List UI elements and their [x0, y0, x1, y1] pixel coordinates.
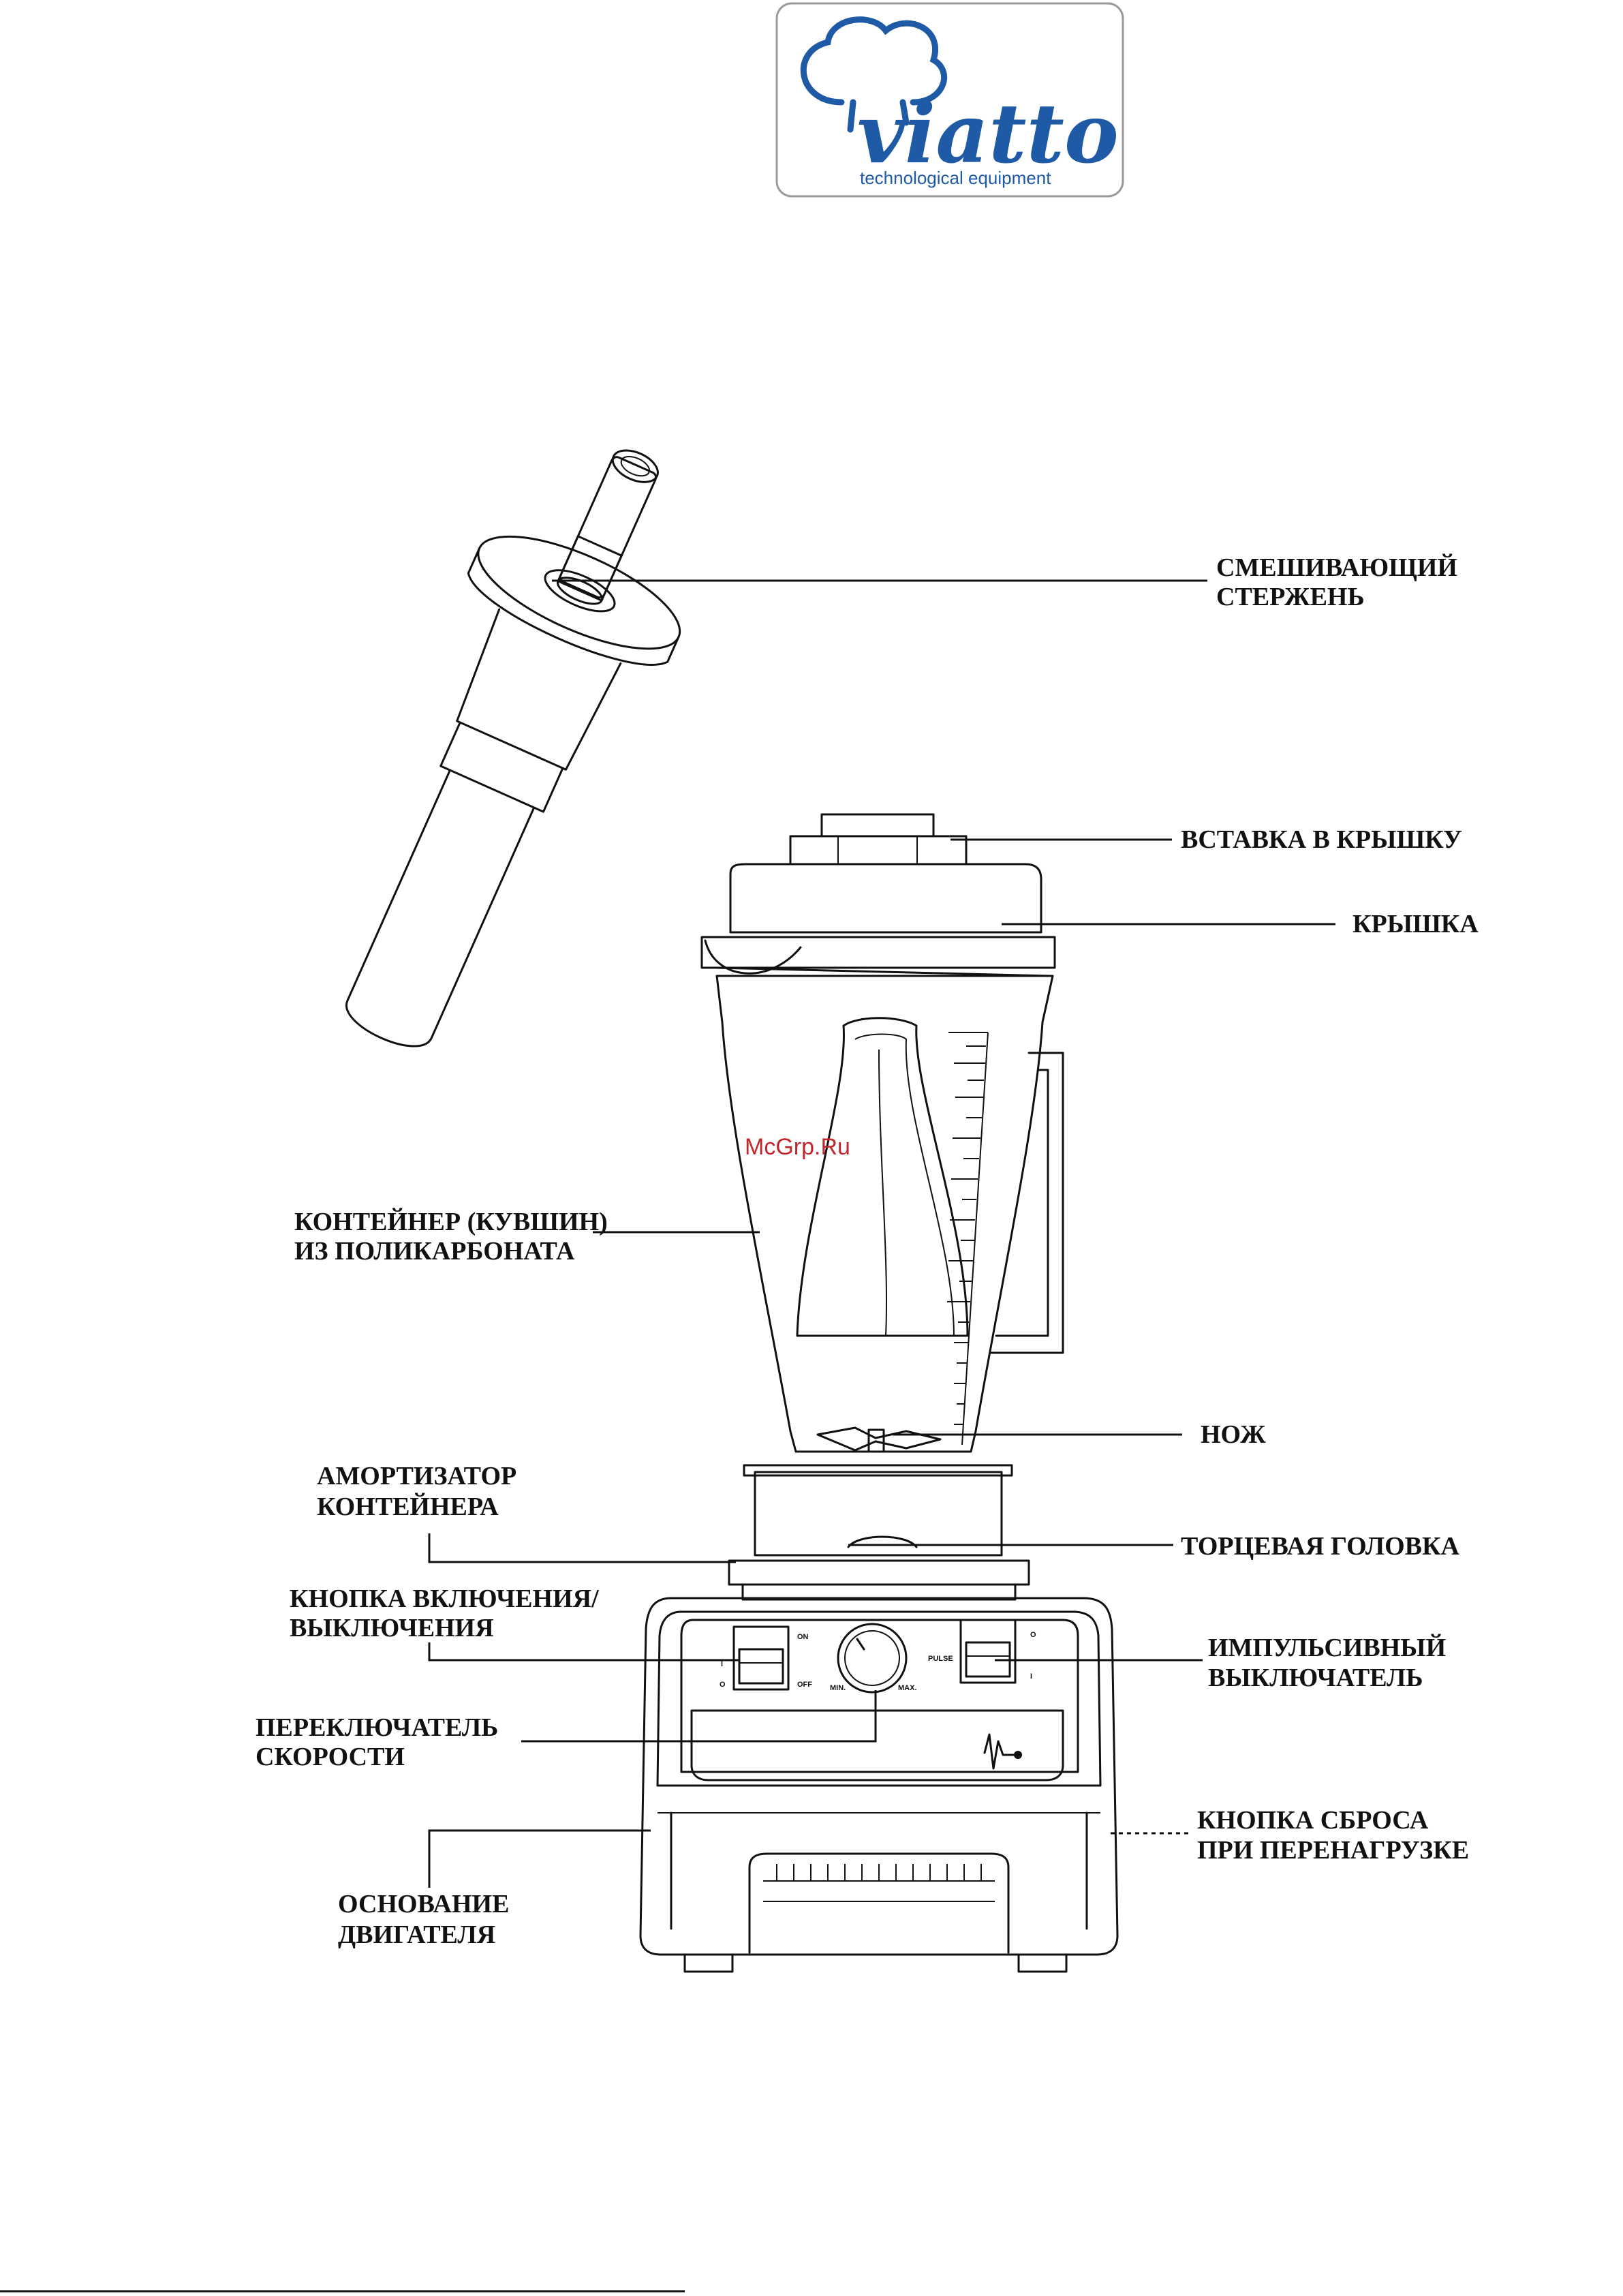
power-switch[interactable]: ON OFF I O: [720, 1625, 812, 1691]
label-mixing-rod-line2: СТЕРЖЕНЬ: [1216, 583, 1365, 611]
label-blade: НОЖ: [1201, 1420, 1266, 1449]
label-drive-head: ТОРЦЕВАЯ ГОЛОВКА: [1181, 1532, 1460, 1561]
container-base-drawing: [728, 1464, 1030, 1601]
logo-wordmark: viatto: [857, 86, 1119, 182]
leader-motor-base: [428, 1829, 651, 1888]
overload-reset-icon[interactable]: [983, 1733, 1022, 1770]
vent-grille: [748, 1852, 1010, 1954]
power-on-mark: ON: [797, 1633, 809, 1641]
label-container-line1: КОНТЕЙНЕР (КУВШИН): [294, 1208, 608, 1236]
label-overload-line1: КНОПКА СБРОСА: [1197, 1806, 1429, 1835]
power-off-mark: OFF: [797, 1681, 812, 1689]
label-motor-base-line2: ДВИГАТЕЛЯ: [338, 1920, 495, 1949]
watermark: McGrp.Ru: [745, 1134, 850, 1160]
power-zero-mark: O: [720, 1681, 726, 1689]
power-one-mark: I: [721, 1660, 723, 1668]
pulse-switch[interactable]: PULSE O I: [928, 1619, 1036, 1684]
lid-drawing: [700, 863, 1056, 977]
part-labels: СМЕШИВАЮЩИЙ СТЕРЖЕНЬ ВСТАВКА В КРЫШКУ КР…: [256, 553, 1479, 1949]
leader-lines: [428, 579, 1335, 1888]
speed-knob[interactable]: MIN. MAX.: [830, 1623, 917, 1694]
logo-tagline: technological equipment: [860, 168, 1051, 188]
label-lid: КРЫШКА: [1352, 910, 1479, 938]
label-motor-base-line1: ОСНОВАНИЕ: [338, 1890, 509, 1918]
container-drawing: [715, 975, 1064, 1453]
label-speed-line1: ПЕРЕКЛЮЧАТЕЛЬ: [256, 1713, 498, 1742]
chef-hat-icon: [800, 16, 948, 133]
viatto-logo: viatto technological equipment: [775, 2, 1124, 198]
label-power-switch-line1: КНОПКА ВКЛЮЧЕНИЯ/: [290, 1585, 599, 1613]
label-power-switch-line2: ВЫКЛЮЧЕНИЯ: [290, 1614, 494, 1642]
label-mixing-rod-line1: СМЕШИВАЮЩИЙ: [1216, 553, 1457, 582]
label-damper-line2: КОНТЕЙНЕРА: [317, 1493, 499, 1521]
speed-max-mark: MAX.: [898, 1684, 917, 1692]
label-pulse-switch-line1: ИМПУЛЬСИВНЫЙ: [1208, 1634, 1446, 1662]
pulse-one-mark: I: [1030, 1672, 1032, 1681]
label-speed-line2: СКОРОСТИ: [256, 1743, 405, 1771]
speed-min-mark: MIN.: [830, 1684, 846, 1692]
leader-damper: [428, 1533, 736, 1563]
pulse-zero-mark: O: [1030, 1631, 1036, 1639]
pulse-mark: PULSE: [928, 1655, 953, 1663]
label-pulse-switch-line2: ВЫКЛЮЧАТЕЛЬ: [1208, 1664, 1423, 1692]
volume-scale: [947, 1032, 989, 1445]
label-container-line2: ИЗ ПОЛИКАРБОНАТА: [294, 1237, 575, 1266]
mixing-rod-drawing: [345, 449, 681, 1047]
lid-insert-drawing: [789, 813, 968, 866]
leader-speed: [521, 1690, 877, 1743]
leader-power-switch: [428, 1642, 739, 1662]
label-overload-line2: ПРИ ПЕРЕНАГРУЗКЕ: [1197, 1836, 1469, 1865]
label-damper-line1: АМОРТИЗАТОР: [317, 1462, 516, 1490]
motor-base-drawing: ON OFF I O MIN. MAX. PULSE O I: [639, 1597, 1119, 1973]
label-lid-insert: ВСТАВКА В КРЫШКУ: [1181, 825, 1462, 854]
blade-drawing: [816, 1426, 942, 1453]
